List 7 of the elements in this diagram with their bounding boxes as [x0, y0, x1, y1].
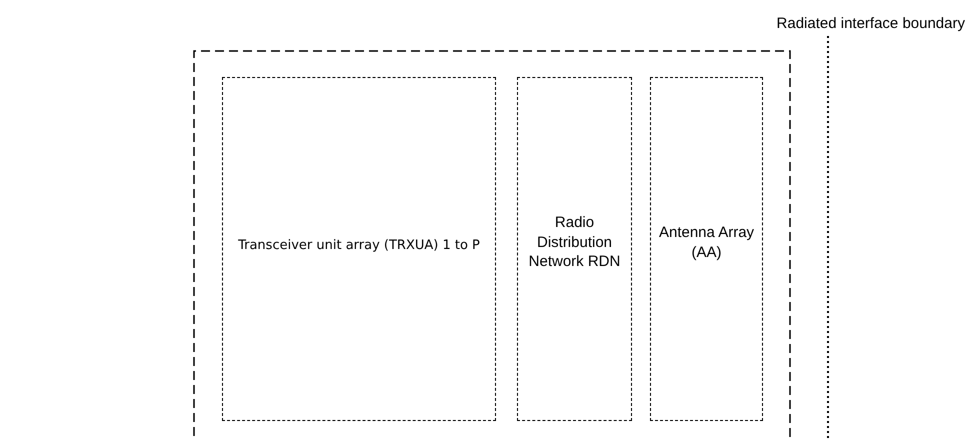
- boundary-label: Radiated interface boundary: [776, 15, 965, 32]
- dashed-box: [222, 77, 496, 421]
- dashed-box: [650, 77, 763, 421]
- dashed-box: [517, 77, 632, 421]
- box-label: Antenna Array (AA): [658, 223, 756, 262]
- box-label: Radio Distribution Network RDN: [528, 213, 622, 272]
- box-label: Transceiver unit array (TRXUA) 1 to P: [237, 238, 481, 255]
